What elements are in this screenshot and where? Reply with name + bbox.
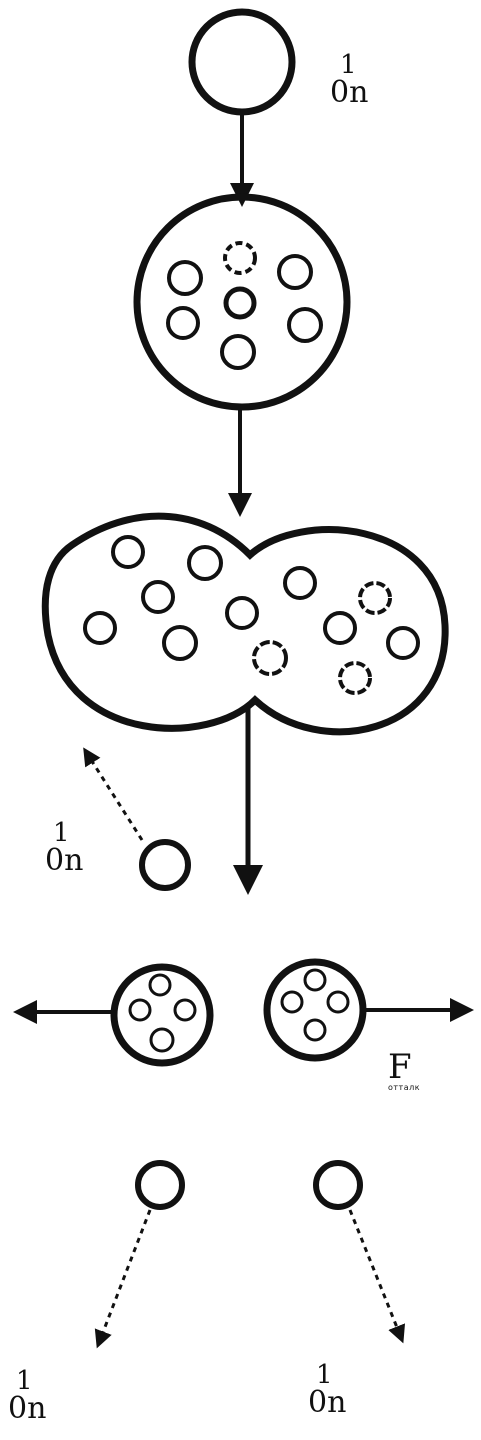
label-fission-force-subscript: отталк: [388, 1084, 420, 1092]
label-fission-force: F отталк: [388, 1050, 420, 1092]
label-fission-force-letter: F: [388, 1050, 420, 1084]
arrow-neutron-bottom-right: [350, 1210, 400, 1335]
label-neutron-emitted-left-symbol: 0n: [45, 846, 83, 876]
target-nucleus: [137, 197, 347, 407]
neutron-bottom-right: [316, 1163, 360, 1207]
arrow-emitted-neutron: [88, 755, 142, 840]
fragment-left: [114, 967, 210, 1063]
incoming-neutron: [192, 12, 292, 112]
deformed-nucleus: [45, 516, 445, 732]
emitted-neutron-left: [142, 842, 188, 888]
arrow-neutron-bottom-left: [100, 1210, 150, 1340]
label-neutron-incoming: 1 0n: [330, 52, 368, 108]
label-neutron-incoming-symbol: 0n: [330, 78, 368, 108]
label-neutron-bottom-right: 1 0n: [308, 1362, 346, 1418]
label-neutron-emitted-left: 1 0n: [45, 820, 83, 876]
label-neutron-bottom-left: 1 0n: [8, 1368, 46, 1424]
label-neutron-bottom-left-symbol: 0n: [8, 1394, 46, 1424]
neutron-bottom-left: [138, 1163, 182, 1207]
label-neutron-bottom-right-symbol: 0n: [308, 1388, 346, 1418]
fragment-right: [267, 962, 363, 1058]
